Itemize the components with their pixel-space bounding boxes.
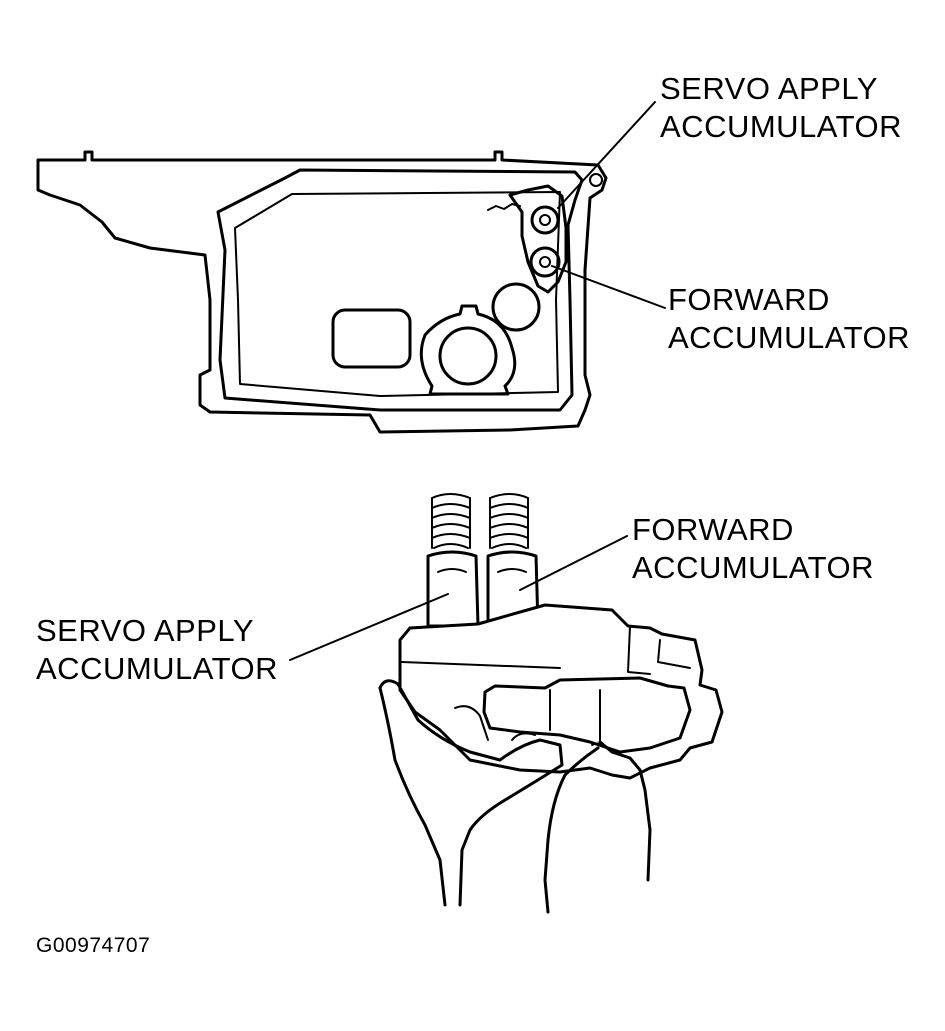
label-line: ACCUMULATOR <box>632 550 875 585</box>
valve-body-lower-block <box>482 676 692 754</box>
plate-tab-wave <box>487 203 521 211</box>
label-line: ACCUMULATOR <box>668 320 911 355</box>
label-servo-apply-accumulator-top: SERVO APPLY ACCUMULATOR <box>660 70 902 146</box>
forward-bore-inner <box>539 256 551 268</box>
label-line: SERVO APPLY <box>660 71 879 106</box>
leader-servo-top <box>557 101 656 209</box>
case-rect-opening <box>331 308 412 369</box>
case-round-boss <box>491 282 541 332</box>
forward-bore-top <box>529 246 561 278</box>
leader-forward-top <box>551 265 666 309</box>
servo-apply-bore-top <box>530 205 560 235</box>
label-line: SERVO APPLY <box>36 613 255 648</box>
label-forward-accumulator-top: FORWARD ACCUMULATOR <box>668 281 910 357</box>
label-forward-accumulator-bottom: FORWARD ACCUMULATOR <box>632 511 874 587</box>
leader-servo-bottom <box>289 593 449 661</box>
left-hand <box>378 679 564 907</box>
label-line: FORWARD <box>668 282 830 317</box>
case-port-flange <box>419 304 517 396</box>
spring-left <box>431 493 471 549</box>
case-outline <box>36 150 608 434</box>
case-bolt-hole <box>589 173 603 187</box>
case-inner-rim <box>216 168 584 412</box>
case-port-bore <box>438 326 498 386</box>
valve-body-illustration <box>378 493 724 914</box>
servo-apply-piston <box>426 550 480 628</box>
servo-apply-bore-inner <box>539 214 551 226</box>
spring-right <box>489 493 529 549</box>
label-line: ACCUMULATOR <box>660 109 903 144</box>
figure-id: G00974707 <box>36 934 151 957</box>
transmission-case-illustration <box>36 150 608 434</box>
leader-forward-bottom <box>519 535 628 591</box>
label-line: FORWARD <box>632 512 794 547</box>
case-inner-rim-2 <box>234 191 561 397</box>
accumulator-cover-plate <box>508 184 568 294</box>
label-line: ACCUMULATOR <box>36 651 279 686</box>
label-servo-apply-accumulator-bottom: SERVO APPLY ACCUMULATOR <box>36 612 278 688</box>
